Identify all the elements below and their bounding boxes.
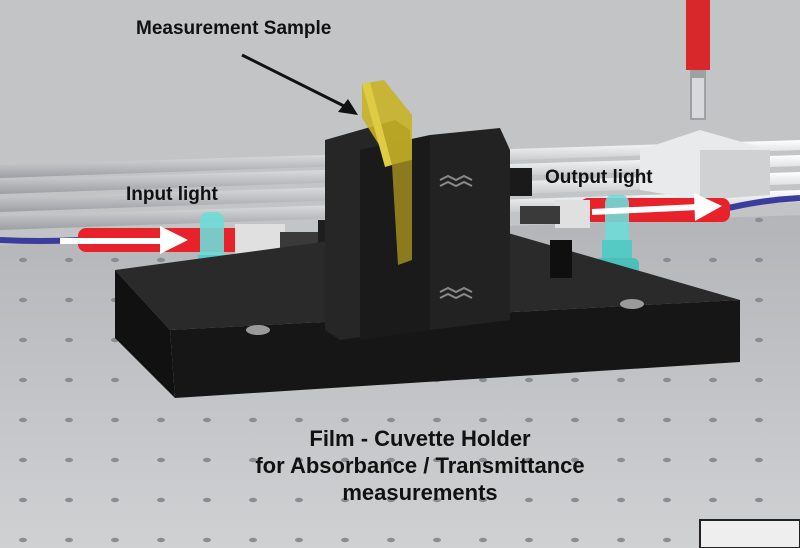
cuvette-holder-body bbox=[325, 120, 532, 340]
input-light-arrow bbox=[60, 226, 188, 254]
figure-caption: Film - Cuvette Holder for Absorbance / T… bbox=[205, 425, 635, 506]
spring-top bbox=[439, 174, 473, 188]
input-light-label: Input light bbox=[126, 184, 218, 205]
sample-film bbox=[362, 80, 412, 265]
measurement-sample-label: Measurement Sample bbox=[136, 18, 332, 39]
spring-bottom bbox=[439, 286, 473, 300]
output-light-label: Output light bbox=[545, 167, 653, 188]
caption-line-1: Film - Cuvette Holder bbox=[309, 426, 531, 451]
caption-line-2: for Absorbance / Transmittance bbox=[255, 453, 585, 478]
sample-pointer-arrow bbox=[241, 53, 358, 115]
output-light-arrow bbox=[591, 193, 722, 221]
detector-connector bbox=[640, 0, 770, 200]
caption-line-3: measurements bbox=[342, 480, 498, 505]
